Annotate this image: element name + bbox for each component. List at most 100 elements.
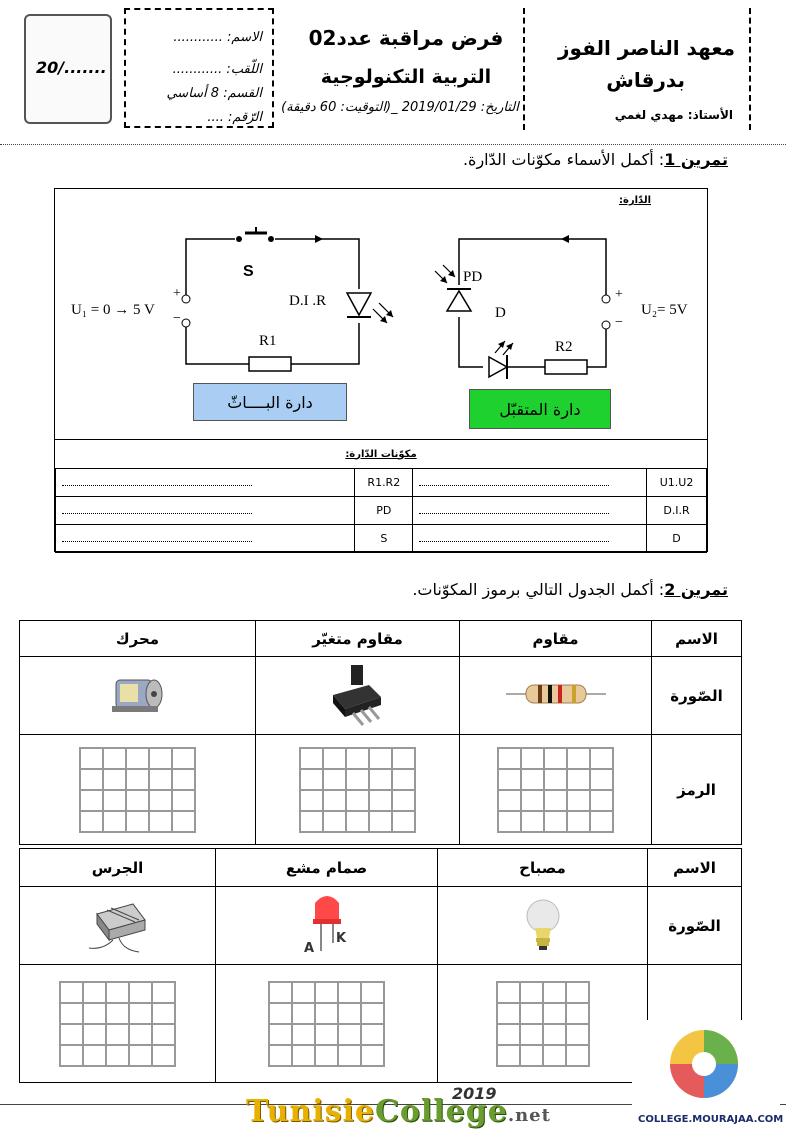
grid-cell[interactable] — [544, 747, 567, 769]
grid-cell[interactable] — [300, 768, 323, 790]
grid-cell[interactable] — [346, 789, 369, 811]
drawing-grid[interactable] — [497, 746, 614, 833]
led-symbol-cell[interactable] — [215, 964, 438, 1083]
grid-cell[interactable] — [542, 981, 566, 1003]
grid-cell[interactable] — [129, 981, 152, 1003]
grid-cell[interactable] — [83, 1044, 106, 1066]
grid-cell[interactable] — [103, 810, 126, 832]
grid-cell[interactable] — [129, 1002, 152, 1024]
potentiometer-symbol-cell[interactable] — [255, 734, 460, 845]
grid-cell[interactable] — [126, 789, 149, 811]
grid-cell[interactable] — [392, 768, 415, 790]
motor-symbol-cell[interactable] — [19, 734, 256, 845]
grid-cell[interactable] — [269, 1023, 292, 1045]
grid-cell[interactable] — [565, 1044, 589, 1066]
grid-cell[interactable] — [172, 747, 195, 769]
grid-cell[interactable] — [149, 747, 172, 769]
grid-cell[interactable] — [323, 789, 346, 811]
grid-cell[interactable] — [369, 789, 392, 811]
grid-cell[interactable] — [300, 747, 323, 769]
grid-cell[interactable] — [521, 789, 544, 811]
grid-cell[interactable] — [361, 1002, 384, 1024]
grid-cell[interactable] — [292, 981, 315, 1003]
grid-cell[interactable] — [567, 810, 590, 832]
grid-cell[interactable] — [361, 981, 384, 1003]
grid-cell[interactable] — [300, 810, 323, 832]
answer-field-a[interactable] — [412, 524, 648, 553]
grid-cell[interactable] — [292, 1044, 315, 1066]
grid-cell[interactable] — [567, 789, 590, 811]
grid-cell[interactable] — [323, 747, 346, 769]
grid-cell[interactable] — [496, 1023, 520, 1045]
grid-cell[interactable] — [590, 810, 613, 832]
lamp-symbol-cell[interactable] — [437, 964, 648, 1083]
grid-cell[interactable] — [269, 981, 292, 1003]
grid-cell[interactable] — [269, 1002, 292, 1024]
grid-cell[interactable] — [346, 747, 369, 769]
grid-cell[interactable] — [338, 981, 361, 1003]
drawing-grid[interactable] — [299, 746, 416, 833]
answer-field-b[interactable] — [54, 524, 356, 553]
grid-cell[interactable] — [103, 789, 126, 811]
grid-cell[interactable] — [80, 768, 103, 790]
grid-cell[interactable] — [542, 1044, 566, 1066]
grid-cell[interactable] — [338, 1044, 361, 1066]
grid-cell[interactable] — [544, 768, 567, 790]
grid-cell[interactable] — [565, 1023, 589, 1045]
grid-cell[interactable] — [544, 789, 567, 811]
grid-cell[interactable] — [565, 981, 589, 1003]
grid-cell[interactable] — [544, 810, 567, 832]
grid-cell[interactable] — [315, 1044, 338, 1066]
grid-cell[interactable] — [315, 1023, 338, 1045]
grid-cell[interactable] — [542, 1002, 566, 1024]
surname-field[interactable]: اللّقب: ............ — [172, 62, 262, 77]
grid-cell[interactable] — [392, 789, 415, 811]
answer-field-a[interactable] — [412, 496, 648, 525]
grid-cell[interactable] — [496, 1044, 520, 1066]
answer-field-b[interactable] — [54, 496, 356, 525]
grid-cell[interactable] — [519, 1023, 543, 1045]
grid-cell[interactable] — [126, 747, 149, 769]
grid-cell[interactable] — [83, 1023, 106, 1045]
grid-cell[interactable] — [292, 1023, 315, 1045]
grid-cell[interactable] — [590, 768, 613, 790]
grid-cell[interactable] — [126, 810, 149, 832]
grid-cell[interactable] — [590, 789, 613, 811]
grid-cell[interactable] — [567, 747, 590, 769]
grid-cell[interactable] — [106, 1002, 129, 1024]
grid-cell[interactable] — [369, 747, 392, 769]
grid-cell[interactable] — [590, 747, 613, 769]
grid-cell[interactable] — [496, 1002, 520, 1024]
buzzer-symbol-cell[interactable] — [19, 964, 216, 1083]
grid-cell[interactable] — [103, 747, 126, 769]
grid-cell[interactable] — [498, 747, 521, 769]
grid-cell[interactable] — [129, 1023, 152, 1045]
grid-cell[interactable] — [496, 981, 520, 1003]
grid-cell[interactable] — [498, 810, 521, 832]
grid-cell[interactable] — [172, 768, 195, 790]
grid-cell[interactable] — [519, 1044, 543, 1066]
grid-cell[interactable] — [338, 1002, 361, 1024]
grid-cell[interactable] — [152, 1023, 175, 1045]
grid-cell[interactable] — [498, 789, 521, 811]
grid-cell[interactable] — [361, 1044, 384, 1066]
grid-cell[interactable] — [172, 810, 195, 832]
grid-cell[interactable] — [149, 810, 172, 832]
grid-cell[interactable] — [292, 1002, 315, 1024]
grid-cell[interactable] — [315, 1002, 338, 1024]
drawing-grid[interactable] — [495, 980, 590, 1067]
grid-cell[interactable] — [60, 1002, 83, 1024]
grid-cell[interactable] — [80, 747, 103, 769]
grid-cell[interactable] — [129, 1044, 152, 1066]
grid-cell[interactable] — [565, 1002, 589, 1024]
grid-cell[interactable] — [60, 1023, 83, 1045]
grid-cell[interactable] — [369, 810, 392, 832]
grid-cell[interactable] — [346, 810, 369, 832]
grid-cell[interactable] — [152, 1002, 175, 1024]
grid-cell[interactable] — [80, 810, 103, 832]
name-field[interactable]: الاسم: ............ — [173, 30, 262, 45]
grid-cell[interactable] — [300, 789, 323, 811]
grid-cell[interactable] — [126, 768, 149, 790]
grid-cell[interactable] — [392, 747, 415, 769]
grid-cell[interactable] — [323, 768, 346, 790]
